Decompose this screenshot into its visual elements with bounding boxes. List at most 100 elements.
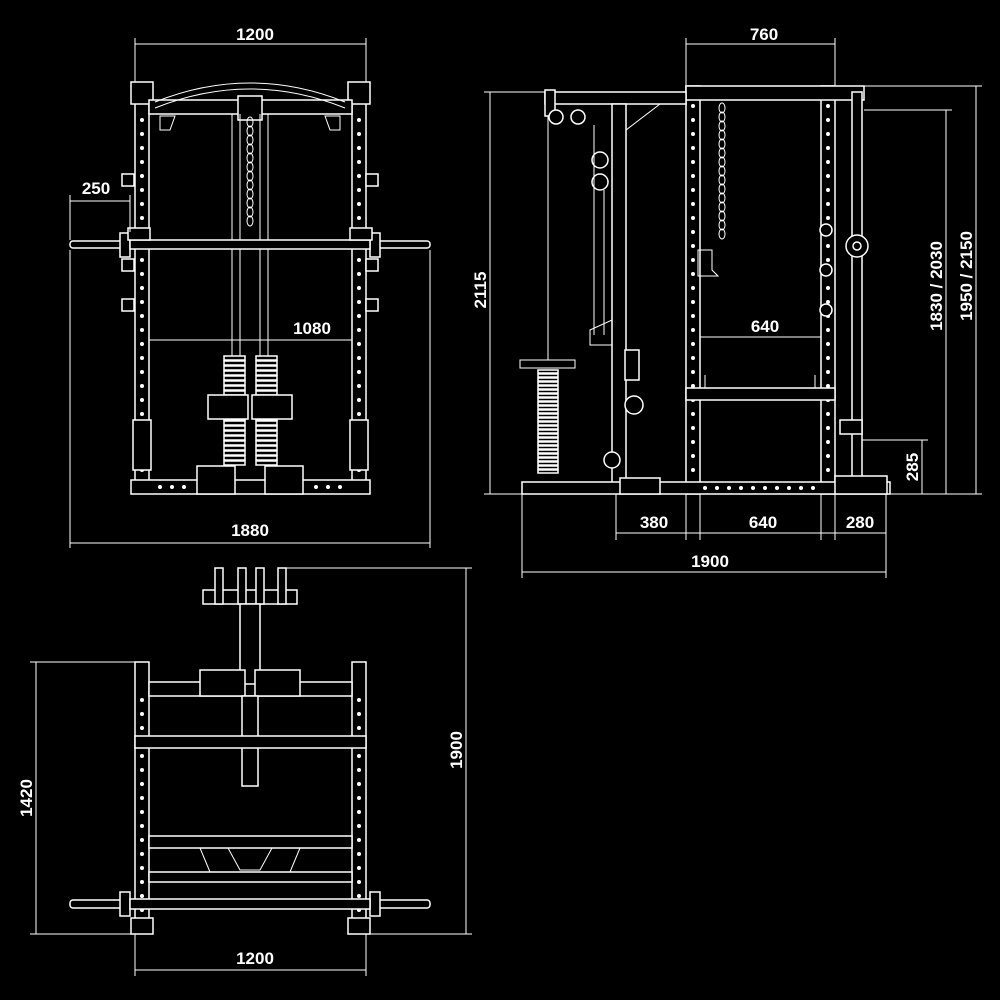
hole bbox=[691, 244, 695, 248]
top-front-base bbox=[148, 871, 353, 883]
center-foot bbox=[619, 477, 661, 495]
hole bbox=[140, 712, 144, 716]
stack-handle-left bbox=[207, 394, 249, 420]
weight-plate bbox=[537, 453, 559, 458]
chain-link bbox=[718, 219, 726, 231]
hole bbox=[826, 258, 830, 262]
hole bbox=[691, 216, 695, 220]
hole bbox=[357, 300, 361, 304]
hole bbox=[357, 754, 361, 758]
plate-horn bbox=[277, 567, 287, 605]
top-stack-right bbox=[254, 669, 301, 697]
hole bbox=[140, 118, 144, 122]
hole bbox=[691, 286, 695, 290]
tower-gusset bbox=[625, 103, 662, 132]
lower-pulley-icon bbox=[624, 395, 644, 415]
weight-plate bbox=[537, 397, 559, 402]
hole bbox=[826, 440, 830, 444]
weight-plate bbox=[537, 385, 559, 390]
weight-plate bbox=[537, 429, 559, 434]
side-pegs bbox=[121, 173, 379, 312]
hole bbox=[326, 485, 330, 489]
hole bbox=[357, 202, 361, 206]
rear-foot bbox=[834, 475, 888, 495]
weight-plate bbox=[223, 355, 246, 361]
label-front-section: 280 bbox=[846, 513, 874, 532]
weight-plate bbox=[223, 360, 246, 366]
top-bracket-right bbox=[324, 115, 341, 131]
weight-plate bbox=[223, 425, 246, 431]
hole bbox=[140, 412, 144, 416]
label-top-width: 1200 bbox=[236, 949, 274, 968]
weight-plate bbox=[537, 413, 559, 418]
hole bbox=[727, 486, 731, 490]
plate-horn bbox=[237, 567, 247, 605]
hole bbox=[357, 258, 361, 262]
hole bbox=[357, 160, 361, 164]
hole bbox=[787, 486, 791, 490]
hole bbox=[826, 160, 830, 164]
hole bbox=[826, 286, 830, 290]
chain-link bbox=[718, 228, 726, 240]
weight-plate bbox=[537, 409, 559, 414]
hole bbox=[691, 132, 695, 136]
stack-base-left bbox=[196, 465, 236, 495]
weight-plate bbox=[255, 360, 278, 366]
pulley-icon bbox=[548, 109, 564, 125]
hole bbox=[357, 370, 361, 374]
side-upright-holes bbox=[691, 91, 830, 472]
chain-link bbox=[718, 192, 726, 204]
hole bbox=[140, 202, 144, 206]
plate-horn bbox=[214, 567, 224, 605]
weight-plate bbox=[223, 440, 246, 446]
hole bbox=[140, 370, 144, 374]
hole bbox=[691, 384, 695, 388]
weight-plate bbox=[537, 465, 559, 470]
stack-base-right bbox=[264, 465, 304, 495]
label-total-heights: 1950 / 2150 bbox=[957, 231, 976, 321]
chain-link bbox=[246, 215, 254, 227]
weight-plate bbox=[537, 417, 559, 422]
hole bbox=[357, 216, 361, 220]
hole bbox=[140, 796, 144, 800]
chain-link bbox=[246, 152, 254, 164]
label-pullup-heights: 1830 / 2030 bbox=[927, 241, 946, 331]
hole bbox=[751, 486, 755, 490]
hole bbox=[357, 698, 361, 702]
label-total-depth: 1900 bbox=[691, 552, 729, 571]
weight-plate bbox=[223, 455, 246, 461]
label-total-width: 1880 bbox=[231, 521, 269, 540]
hole bbox=[691, 328, 695, 332]
weight-plate bbox=[537, 373, 559, 378]
weight-plate bbox=[255, 365, 278, 371]
chain-link bbox=[718, 111, 726, 123]
hole bbox=[140, 726, 144, 730]
hole bbox=[357, 866, 361, 870]
hole bbox=[357, 852, 361, 856]
chain-link bbox=[246, 188, 254, 200]
weight-plate bbox=[223, 380, 246, 386]
weight-plate bbox=[255, 355, 278, 361]
hole bbox=[826, 384, 830, 388]
hole bbox=[826, 300, 830, 304]
hole bbox=[826, 104, 830, 108]
chain-link bbox=[718, 210, 726, 222]
hole bbox=[826, 132, 830, 136]
hole bbox=[140, 810, 144, 814]
weight-plate bbox=[255, 455, 278, 461]
hole bbox=[799, 486, 803, 490]
chain-link bbox=[246, 143, 254, 155]
hole bbox=[140, 132, 144, 136]
stack-handle-right bbox=[251, 394, 293, 420]
chain-link bbox=[718, 120, 726, 132]
weight-plate bbox=[223, 445, 246, 451]
weight-plate bbox=[537, 369, 559, 374]
top-mid-crossbar bbox=[134, 735, 367, 749]
chain-link bbox=[718, 156, 726, 168]
hole bbox=[703, 486, 707, 490]
hole bbox=[775, 486, 779, 490]
hole bbox=[170, 485, 174, 489]
rear-bracket bbox=[839, 419, 863, 435]
chain-link bbox=[718, 138, 726, 150]
